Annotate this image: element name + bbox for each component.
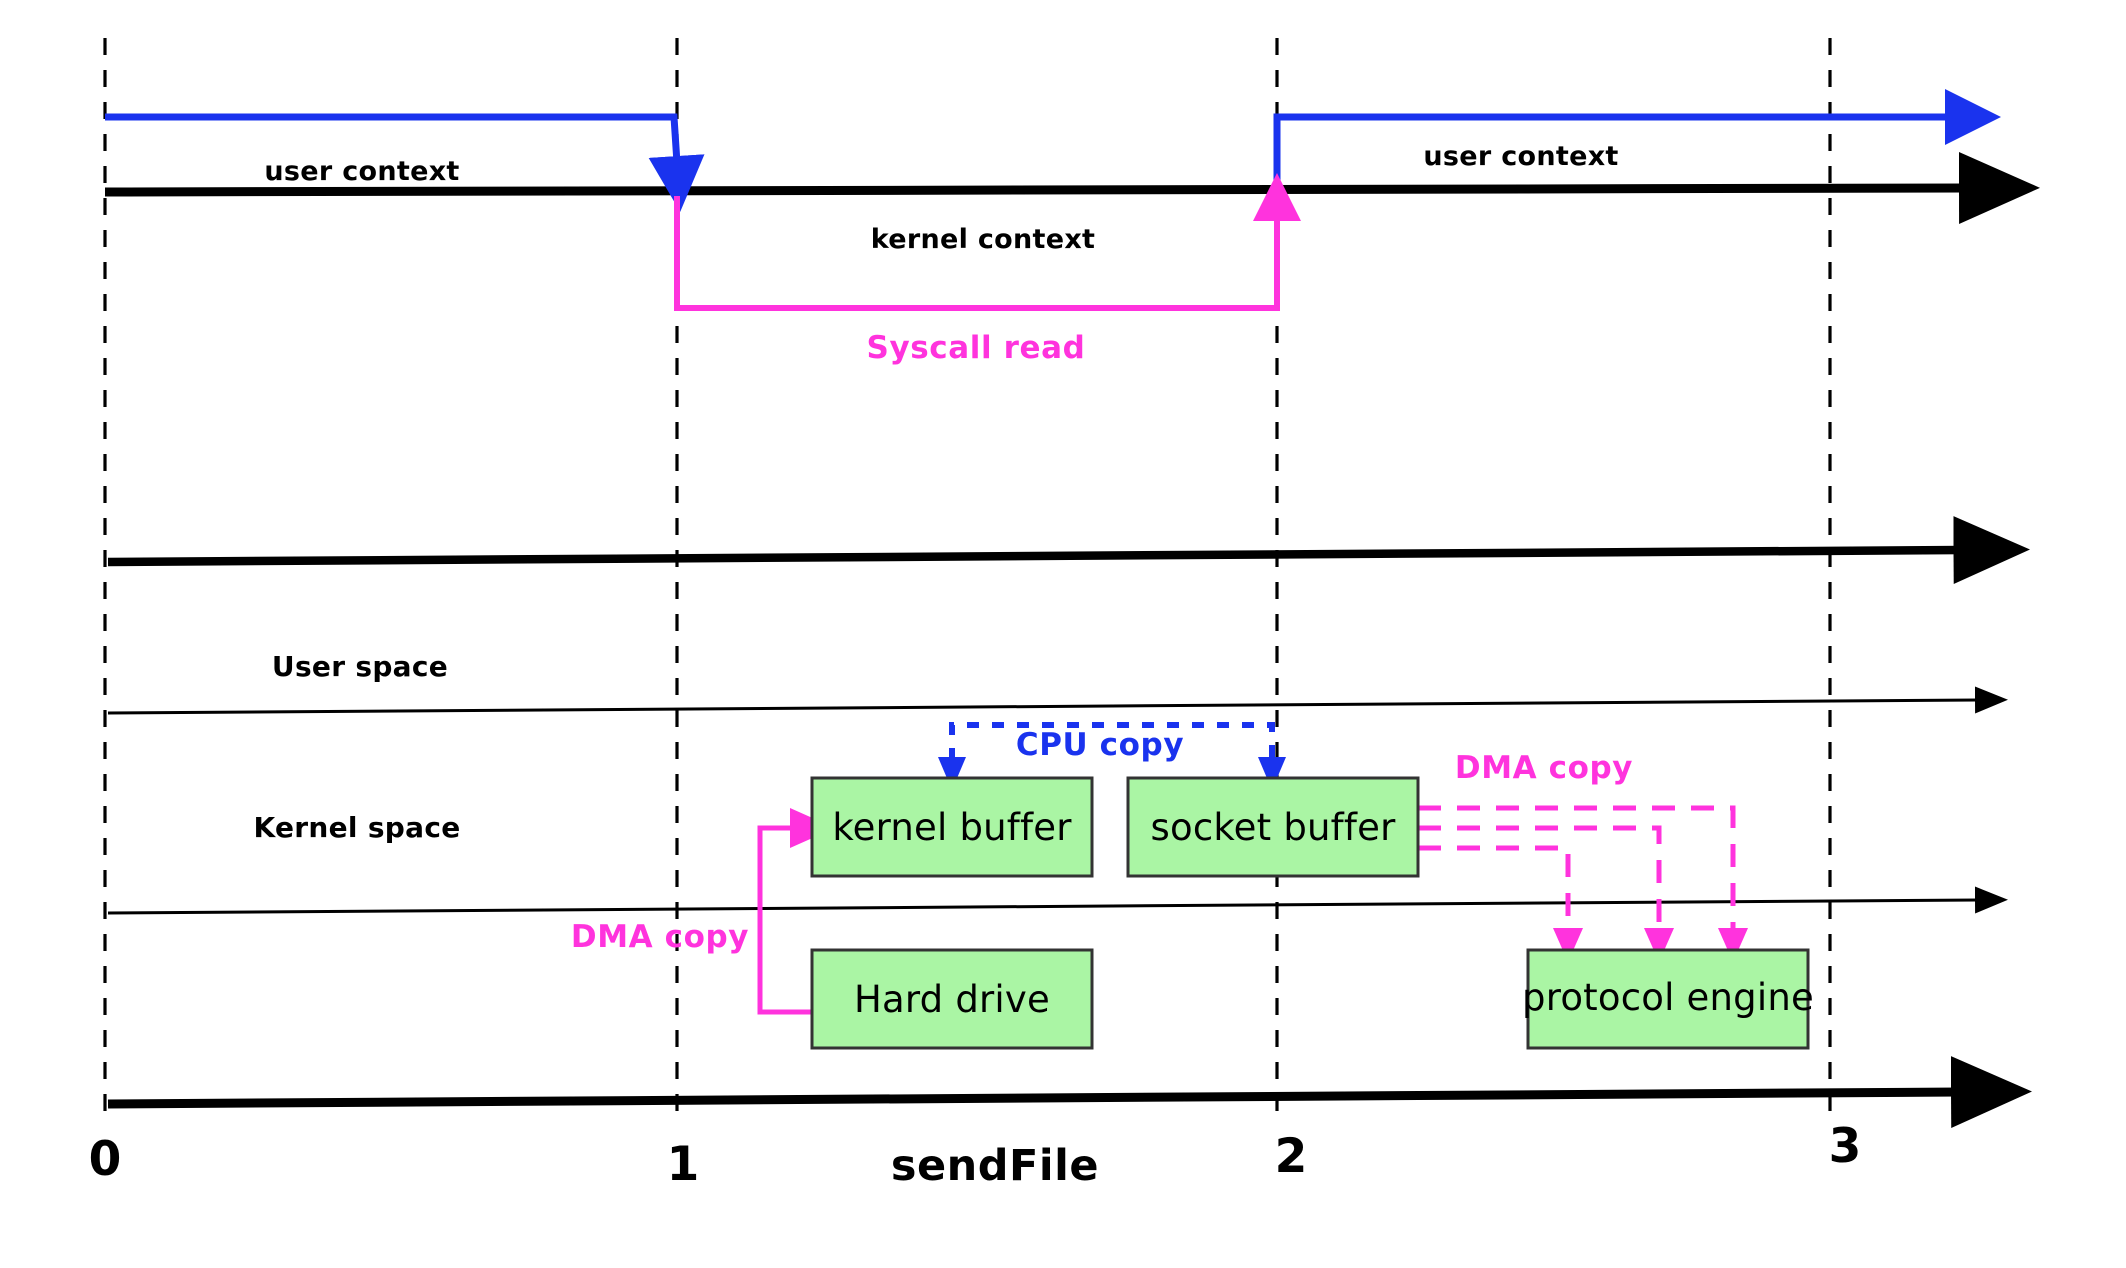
- kernel-buffer-rect[interactable]: [810, 776, 1094, 878]
- box-kernel-buffer[interactable]: kernel buffer: [810, 776, 1094, 878]
- kernel-hardware-boundary-line: [107, 886, 2008, 915]
- tick-label-3: 3: [1829, 1119, 1862, 1174]
- dma-copy-right-path-2: [1418, 825, 1662, 928]
- tick-label-2: 2: [1275, 1129, 1308, 1184]
- dma-copy-left-label: DMA copy: [571, 919, 749, 955]
- hard-drive-label: Hard drive: [854, 978, 1050, 1021]
- syscall-read-label: Syscall read: [867, 330, 1086, 366]
- bottom-time-axis: [107, 1056, 2032, 1129]
- box-hard-drive[interactable]: Hard drive: [810, 948, 1094, 1050]
- cpu-copy-arrowhead-left: [938, 757, 966, 790]
- dma-copy-right-arrowhead-2: [1644, 928, 1674, 962]
- cpu-copy-label: CPU copy: [1016, 727, 1184, 763]
- space-separator-axis: [107, 516, 2030, 585]
- kernel-context-label: kernel context: [871, 224, 1096, 255]
- axis-title-sendfile: sendFile: [891, 1141, 1099, 1191]
- dma-copy-right-arrowhead-1: [1718, 928, 1748, 962]
- box-socket-buffer[interactable]: socket buffer: [1126, 776, 1420, 878]
- socket-buffer-label: socket buffer: [1151, 806, 1397, 849]
- space-boundary-lines: [107, 686, 2008, 915]
- space-separator-line: [107, 516, 2030, 585]
- user-context-trace: [105, 89, 2001, 212]
- user-kernel-boundary-line: [107, 686, 2008, 715]
- protocol-engine-label: protocol engine: [1522, 976, 1814, 1019]
- kernel-space-label: Kernel space: [253, 811, 460, 844]
- tick-label-1: 1: [667, 1137, 700, 1192]
- user-context-right-label: user context: [1423, 141, 1618, 172]
- user-space-label: User space: [272, 650, 448, 683]
- bottom-time-axis-line: [107, 1056, 2032, 1129]
- dma-copy-right-path-3: [1418, 845, 1571, 928]
- dma-copy-right-path-1: [1418, 805, 1736, 928]
- dma-copy-right-arrows: [1418, 805, 1748, 962]
- tick-label-0: 0: [89, 1132, 122, 1187]
- kernel-buffer-label: kernel buffer: [832, 806, 1072, 849]
- dma-copy-left-arrow: [757, 808, 835, 1015]
- dma-copy-right-label: DMA copy: [1455, 750, 1633, 786]
- socket-buffer-rect[interactable]: [1126, 776, 1420, 878]
- context-axis-line: [104, 152, 2040, 225]
- protocol-engine-rect[interactable]: [1526, 948, 1810, 1050]
- context-axis: [104, 152, 2040, 225]
- syscall-read-trace: [674, 173, 1301, 311]
- cpu-copy-arrowhead-right: [1258, 757, 1286, 790]
- user-context-left-label: user context: [264, 156, 459, 187]
- user-context-right-path: [1273, 89, 2001, 190]
- dma-copy-left-path: [757, 808, 835, 1015]
- user-context-left-path: [105, 113, 705, 212]
- box-protocol-engine[interactable]: protocol engine: [1522, 948, 1814, 1050]
- syscall-read-path: [674, 173, 1301, 311]
- dma-copy-right-arrowhead-3: [1553, 928, 1583, 962]
- hard-drive-rect[interactable]: [810, 948, 1094, 1050]
- cpu-copy-arrow: [938, 722, 1286, 790]
